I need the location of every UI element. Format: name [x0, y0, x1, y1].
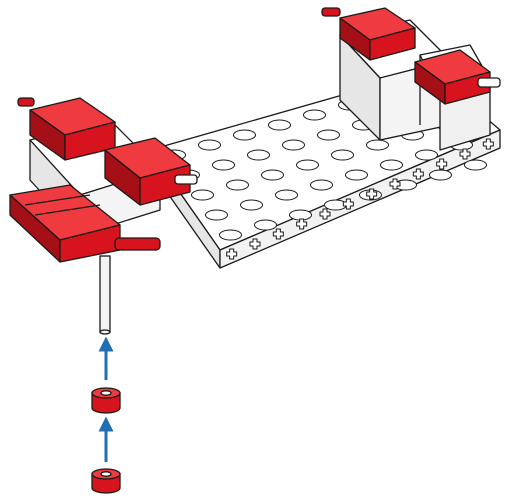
- side-stud: [459, 148, 471, 160]
- red-clip-front-right: [414, 49, 501, 105]
- deck-slot: [464, 159, 487, 171]
- side-stud: [226, 248, 238, 260]
- hub-cap: [91, 468, 121, 494]
- side-stud: [319, 208, 331, 220]
- deck-slot: [226, 179, 249, 191]
- deck-slot: [366, 139, 389, 151]
- deck-slot: [310, 179, 333, 191]
- red-clip-back-right: [321, 7, 416, 61]
- deck-slot: [282, 139, 305, 151]
- deck-slot: [261, 169, 284, 181]
- side-stud: [342, 198, 354, 210]
- axle: [99, 255, 111, 335]
- deck-slot: [254, 219, 277, 231]
- deck-slot: [205, 209, 228, 221]
- deck-slot: [296, 159, 319, 171]
- deck-slot: [429, 169, 452, 181]
- deck-slot: [415, 149, 438, 161]
- deck-slot: [212, 159, 235, 171]
- red-base-plate: [9, 184, 161, 263]
- deck-slot: [331, 149, 354, 161]
- side-stud: [366, 188, 378, 200]
- side-stud: [249, 238, 261, 250]
- deck-slot: [240, 199, 263, 211]
- side-stud: [272, 228, 284, 240]
- deck-slot: [303, 109, 326, 121]
- deck-slot: [219, 229, 242, 241]
- side-studs: [226, 138, 494, 260]
- deck-slot: [198, 139, 221, 151]
- red-clip-back-left: [17, 97, 116, 161]
- side-stud: [412, 168, 424, 180]
- deck-slot: [275, 189, 298, 201]
- deck-slot: [268, 119, 291, 131]
- deck-slot: [317, 129, 340, 141]
- side-stud: [296, 218, 308, 230]
- deck-slot: [345, 169, 368, 181]
- red-clip-front-left: [104, 137, 198, 206]
- deck-slot: [233, 129, 256, 141]
- deck-slot: [380, 159, 403, 171]
- side-stud: [436, 158, 448, 170]
- deck-slot: [247, 149, 270, 161]
- deck-slot: [191, 189, 214, 201]
- hub-nut: [91, 387, 121, 414]
- side-stud: [482, 138, 494, 150]
- side-stud: [389, 178, 401, 190]
